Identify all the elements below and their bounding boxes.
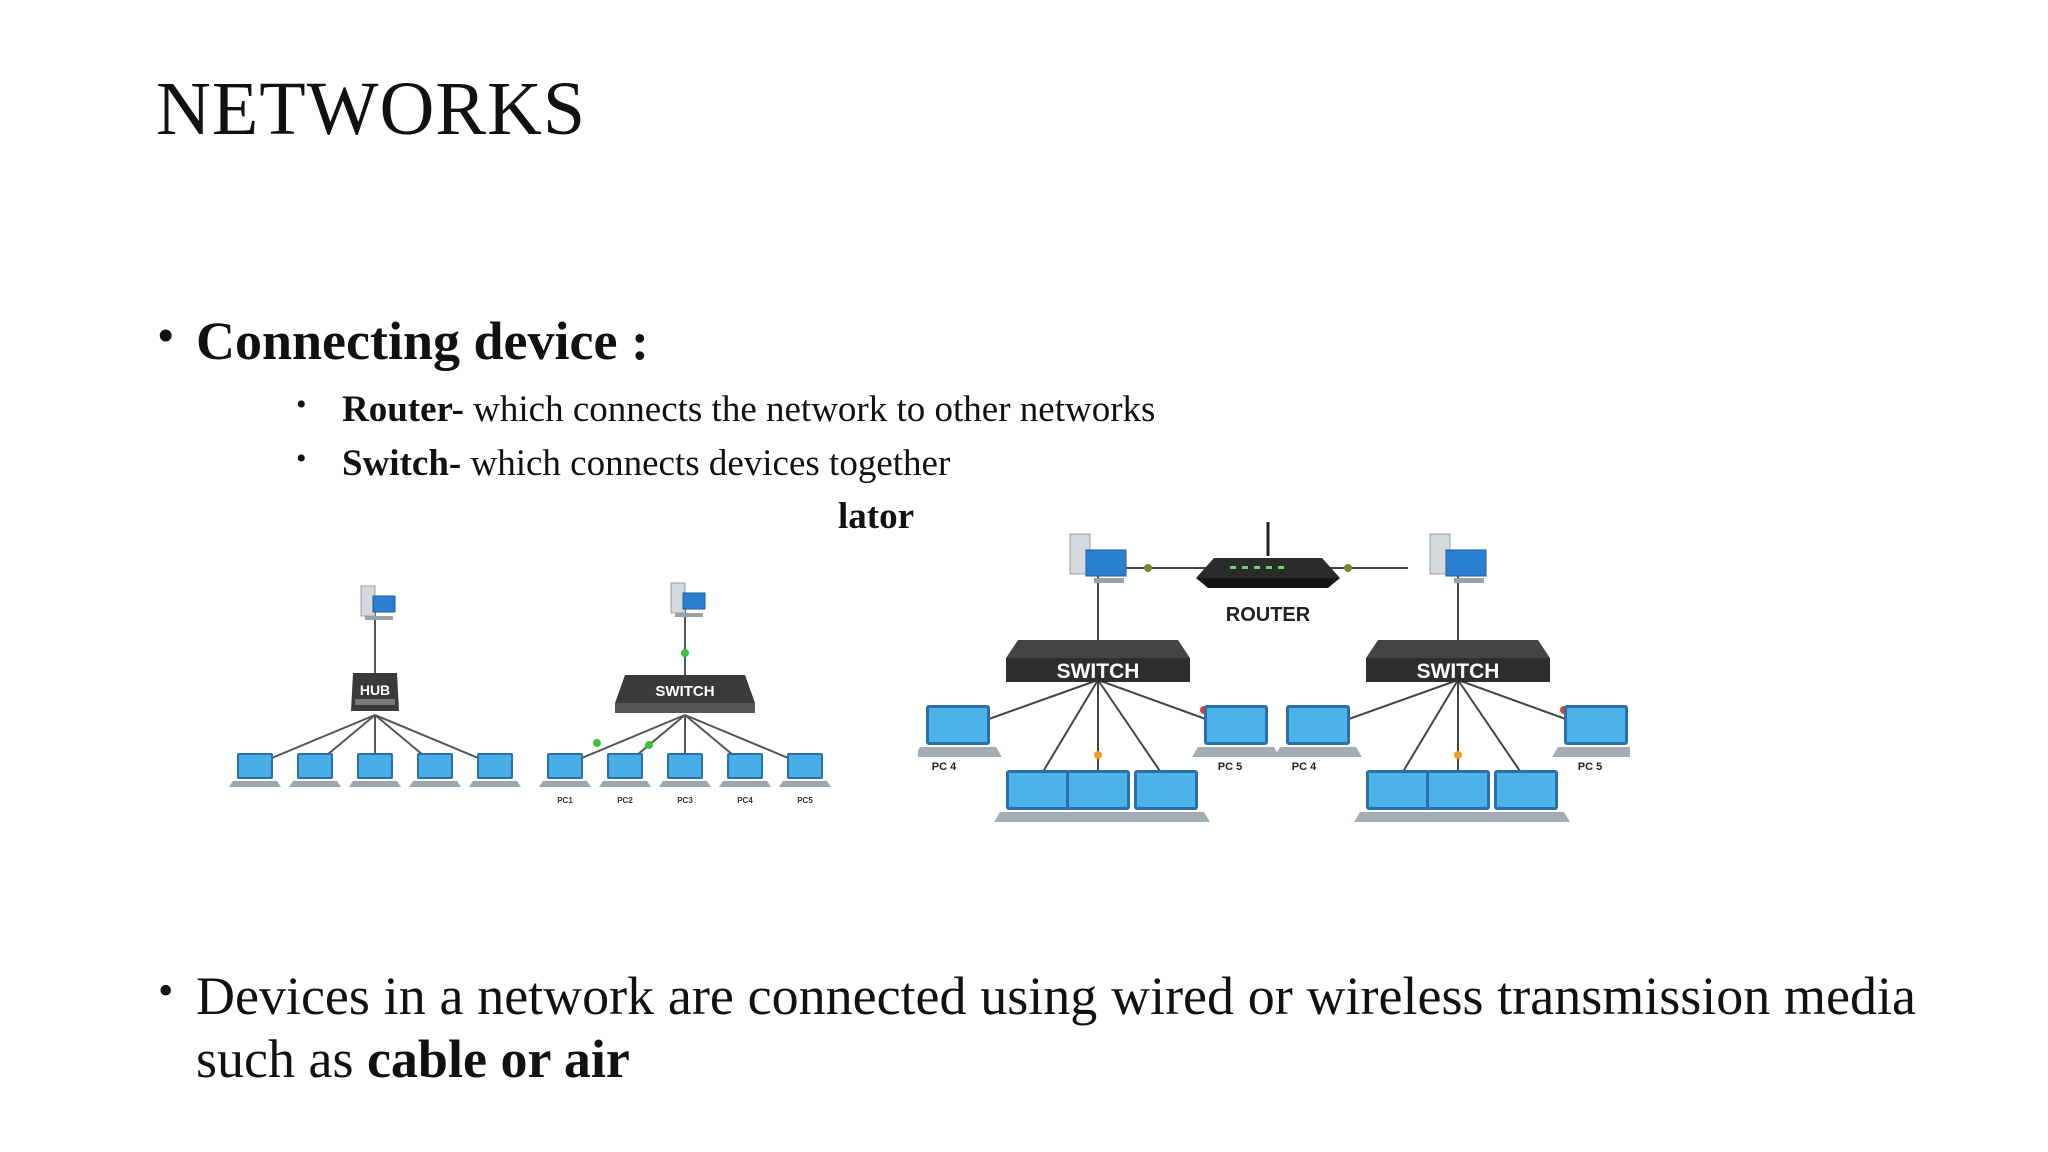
switch-description: which connects devices together <box>461 443 951 484</box>
switch-label: SWITCH <box>1417 660 1500 683</box>
hub-switch-diagram: HUB SWITCH PC1 <box>229 582 831 805</box>
bullet-emphasis: cable or air <box>366 1029 630 1089</box>
pc-label: PC 4 <box>932 761 957 773</box>
link-dot <box>1144 564 1152 572</box>
pc-label: PC1 <box>557 796 573 805</box>
switch-icon: SWITCH <box>615 675 755 713</box>
hub-label: HUB <box>360 682 390 698</box>
pc-label: PC 5 <box>1578 761 1602 773</box>
server-icon <box>670 582 706 618</box>
server-icon <box>1069 533 1127 584</box>
pc-icon <box>1274 705 1362 757</box>
link-dot <box>681 649 689 657</box>
pc-icon <box>719 753 771 787</box>
pc-label: PC2 <box>617 796 633 805</box>
router-description: which connects the network to other netw… <box>463 389 1156 430</box>
pc-icon <box>918 705 1002 757</box>
bullet-dot: • <box>158 966 174 1015</box>
router-icon: ROUTER <box>1196 522 1340 626</box>
clipped-text-fragment: lator <box>838 496 915 537</box>
hub-icon: HUB <box>351 673 399 711</box>
switch-icon: SWITCH <box>1366 640 1550 683</box>
switch-icon: SWITCH <box>1006 640 1190 683</box>
router-term: Router- <box>342 389 464 430</box>
bullet-dot: • <box>158 311 174 360</box>
pc-label: PC5 <box>797 796 813 805</box>
switch-topology: SWITCH PC1 PC2 PC3 PC4 PC5 <box>539 582 831 805</box>
pc-label: PC3 <box>677 796 693 805</box>
hub-topology: HUB <box>229 585 521 787</box>
server-icon <box>1429 533 1487 584</box>
link-dot <box>645 741 653 749</box>
bullet-heading: Connecting device : <box>196 311 649 371</box>
pc-icon <box>409 753 461 787</box>
bullet-dot: • <box>296 442 307 475</box>
pc-icon <box>1482 770 1570 822</box>
router-label: ROUTER <box>1226 604 1311 626</box>
router-switch-diagram: ROUTER SWITCH SWITCH PC 4 PC 5 PC 4 PC 5 <box>918 522 1630 835</box>
bullet-dot: • <box>296 388 307 421</box>
pc-label: PC4 <box>737 796 753 805</box>
switch-label: SWITCH <box>1057 660 1140 683</box>
pc-icon <box>1192 705 1280 757</box>
pc-icon <box>599 753 651 787</box>
link-dot <box>1454 751 1462 759</box>
pc-icon <box>659 753 711 787</box>
link-dot <box>1094 751 1102 759</box>
pc-icon <box>289 753 341 787</box>
switch-label: SWITCH <box>655 683 714 700</box>
server-icon <box>360 585 396 621</box>
pc-icon <box>1122 770 1210 822</box>
link-dot <box>593 739 601 747</box>
link-dot <box>1344 564 1352 572</box>
pc-label: PC 4 <box>1292 761 1317 773</box>
pc-icon <box>349 753 401 787</box>
slide-title: NETWORKS <box>156 67 587 151</box>
bullet-text: Devices in a network are connected using… <box>196 966 1916 1089</box>
pc-label: PC 5 <box>1218 761 1242 773</box>
switch-term: Switch- <box>342 443 462 484</box>
